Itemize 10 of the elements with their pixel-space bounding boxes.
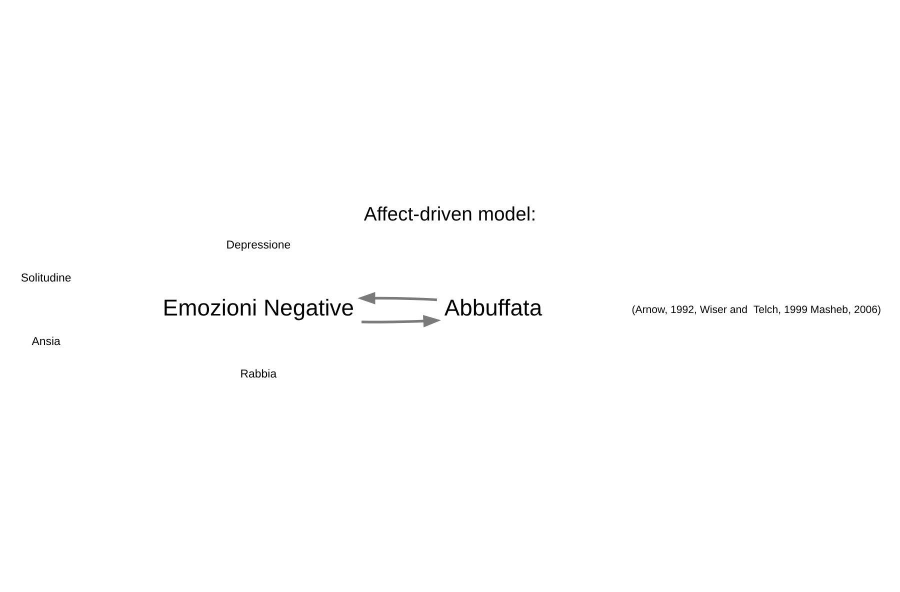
label: Solitudine <box>20 272 72 284</box>
arrow <box>362 314 441 328</box>
node-text: Abbuffata <box>444 294 542 321</box>
label: Depressione <box>226 240 291 252</box>
label: Rabbia <box>240 368 277 381</box>
node-text: Emozioni Negative <box>162 294 354 321</box>
label: Ansia <box>32 336 60 348</box>
label: (Arnow, 1992, Wiser and Telch, 1999 Masheb, 2006) <box>632 304 882 316</box>
diagram-title: Affect-driven model: <box>364 204 536 226</box>
arrow <box>358 292 438 304</box>
